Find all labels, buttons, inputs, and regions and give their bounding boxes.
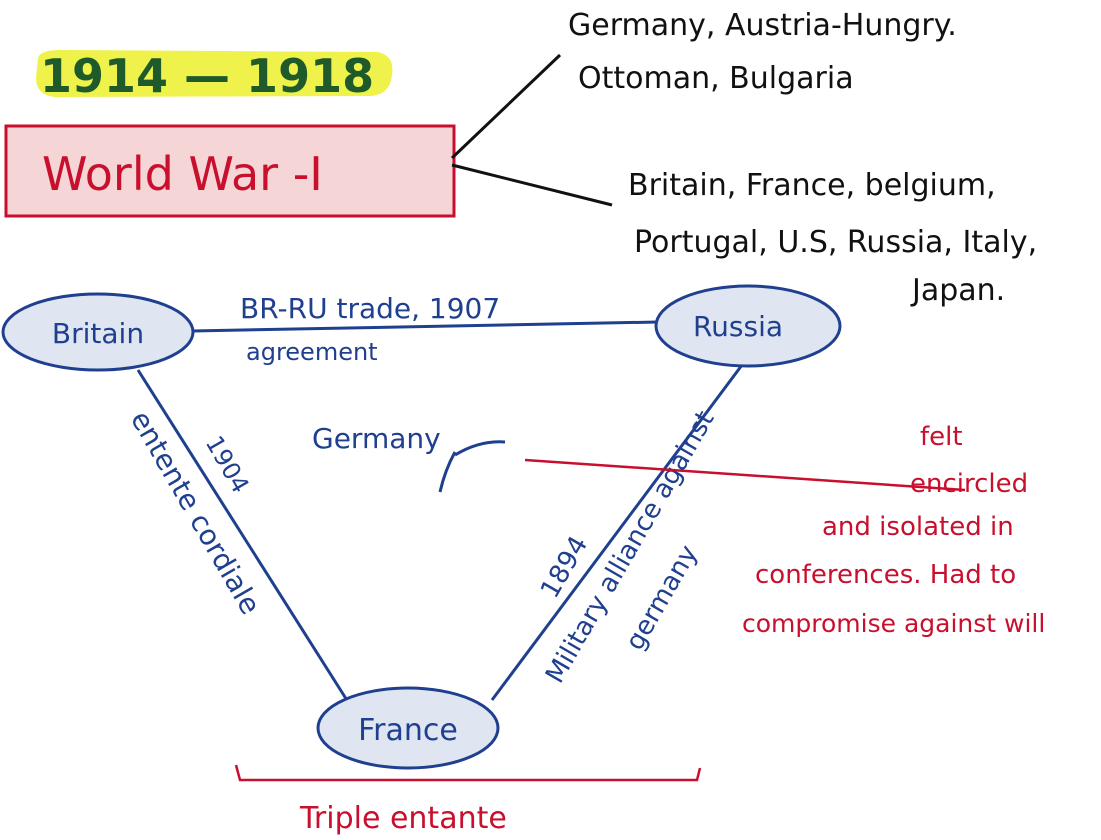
annotation-line4: conferences. Had to (755, 560, 1016, 590)
annotation-line3: and isolated in (822, 512, 1014, 542)
central-powers-line2: Ottoman, Bulgaria (578, 61, 854, 96)
edge-britain-france (136, 369, 352, 706)
edge-br-ru-label-2: agreement (246, 338, 378, 366)
edge-br-fr-year: 1904 (200, 431, 255, 498)
germany-squiggle (438, 440, 506, 493)
page-title: World War -I (42, 147, 323, 201)
allied-powers-line2: Portugal, U.S, Russia, Italy, (634, 225, 1037, 260)
annotation-line2: encircled (910, 469, 1028, 499)
node-france (316, 686, 500, 770)
edge-russia-france (490, 364, 744, 701)
annotation-line1: felt (920, 422, 963, 452)
node-france-label: France (358, 713, 458, 748)
triple-entente-label: Triple entante (299, 801, 507, 836)
title-box (4, 124, 456, 218)
period-label: 1914 — 1918 (40, 49, 374, 103)
edge-br-ru-label-1: BR-RU trade, 1907 (240, 292, 500, 325)
central-powers-line1: Germany, Austria-Hungry. (568, 8, 957, 43)
edge-britain-russia (191, 320, 659, 333)
node-britain-label: Britain (52, 317, 144, 350)
allied-powers-line1: Britain, France, belgium, (628, 168, 996, 203)
center-germany-label: Germany (312, 422, 441, 455)
edge-br-fr-name: entente cordiale (124, 405, 267, 620)
annotation-pointer (524, 458, 966, 492)
node-russia-label: Russia (693, 310, 783, 343)
node-britain (1, 292, 195, 372)
allied-powers-line3: Japan. (910, 273, 1005, 308)
connector-allied (451, 163, 613, 207)
triple-entente-bracket (234, 764, 702, 782)
annotation-line5: compromise against will (742, 609, 1045, 638)
connector-central (450, 53, 562, 160)
node-russia (654, 284, 842, 368)
date-highlight (36, 50, 393, 97)
edge-fr-ru-year: 1894 (535, 531, 594, 603)
